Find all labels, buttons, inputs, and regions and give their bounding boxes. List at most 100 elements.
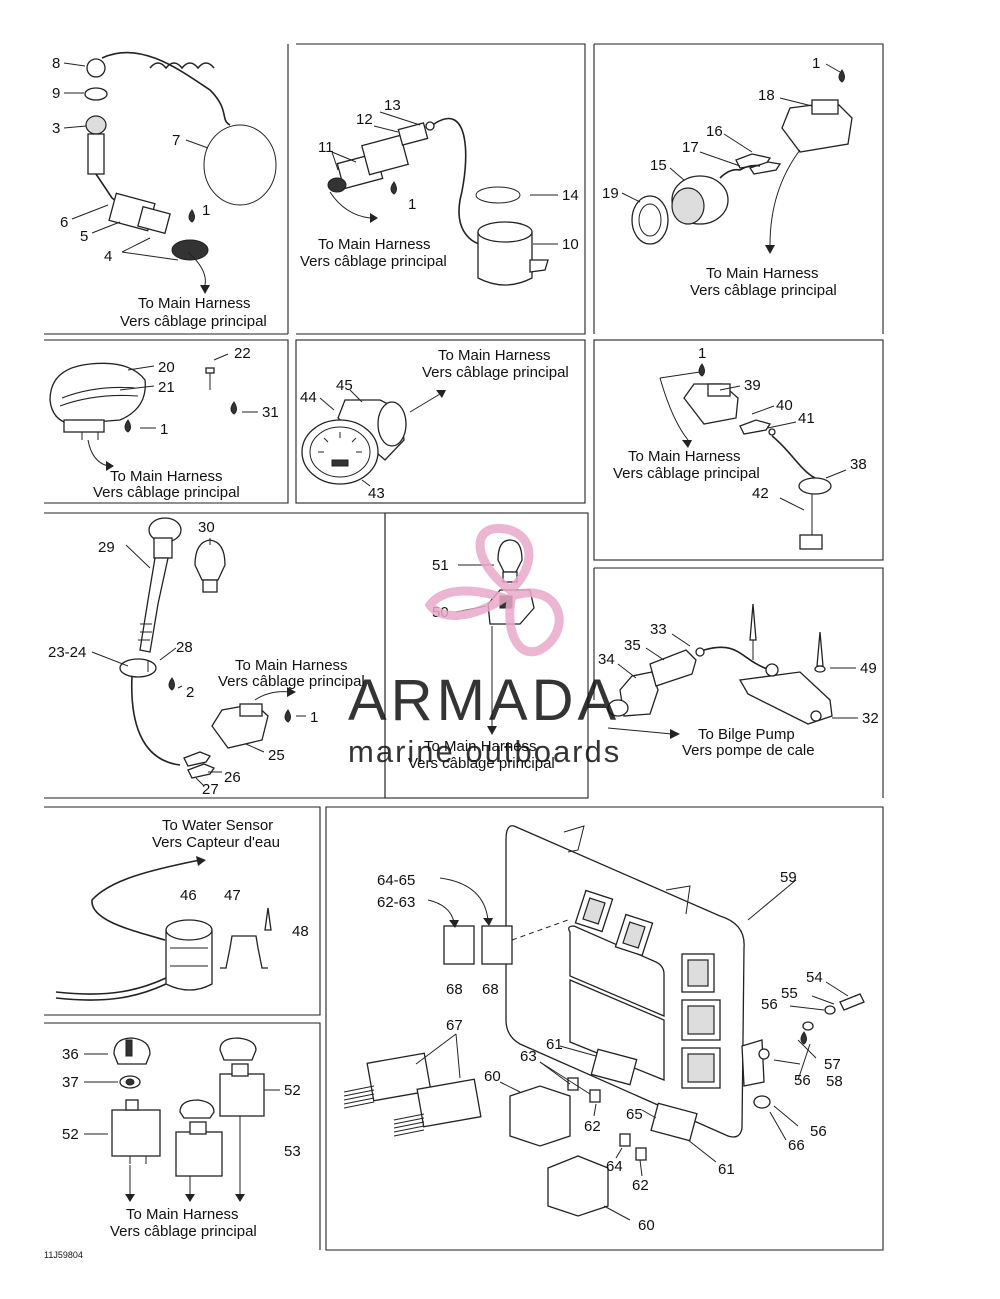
callout-label: 23-24 [48,644,86,661]
callout-label: 56 [794,1072,811,1089]
watermark-tagline: marine outboards [348,734,621,769]
callout-label: 5 [80,228,88,245]
harness-label-fr: Vers câblage principal [110,1223,257,1240]
callout-label: 2 [186,684,194,701]
panel-4: 20 21 22 31 1 To Main Harness Vers câbla… [49,345,279,501]
harness-label-fr: Vers câblage principal [218,673,365,690]
callout-label: 1 [698,345,706,362]
callout-label: 12 [356,111,373,128]
panel-10: 46 47 48 To Water Sensor Vers Capteur d'… [55,817,309,1001]
panel-frames [44,43,884,1251]
callout-label: 14 [562,187,579,204]
harness-label-en: To Main Harness [318,236,431,253]
callout-label: 1 [310,709,318,726]
harness-label-en: To Main Harness [126,1206,239,1223]
panel-6: 1 39 40 41 38 42 To Main Harness Vers câ… [613,345,867,550]
callout-label: 1 [160,421,168,438]
harness-label-en: To Main Harness [110,468,223,485]
propeller-logo-icon [424,524,564,657]
harness-label-en: To Main Harness [706,265,819,282]
armada-watermark: ARMADA marine outboards [348,524,621,769]
callout-label: 60 [638,1217,655,1234]
callout-label: 3 [52,120,60,137]
harness-label-fr: Vers câblage principal [690,282,837,299]
callout-label: 57 [824,1056,841,1073]
callout-label: 34 [598,651,615,668]
callout-label: 46 [180,887,197,904]
callout-label: 16 [706,123,723,140]
bilge-label-fr: Vers pompe de cale [682,742,815,759]
callout-label: 52 [62,1126,79,1143]
connector-67-a [343,1052,432,1109]
callout-label: 25 [268,747,285,764]
callout-label: 13 [384,97,401,114]
callout-label: 4 [104,248,112,265]
callout-label: 20 [158,359,175,376]
harness-label-en: To Main Harness [424,738,537,755]
figure-code: 11J59804 [44,1250,83,1260]
callout-label: 61 [718,1161,735,1178]
panel-7: 29 30 28 23-24 2 1 25 26 27 To Main Harn… [48,517,365,798]
harness-label-en: To Main Harness [438,347,551,364]
callout-label: 58 [826,1073,843,1090]
callout-label: 48 [292,923,309,940]
callout-label: 26 [224,769,241,786]
callout-label: 17 [682,139,699,156]
harness-label-fr: Vers câblage principal [300,253,447,270]
callout-label: 60 [484,1068,501,1085]
panel-1: 8 9 3 7 6 5 1 4 To Main Harness Vers câb… [52,51,277,330]
callout-label: 36 [62,1046,79,1063]
callout-label: 15 [650,157,667,174]
callout-label: 35 [624,637,641,654]
callout-label: 42 [752,485,769,502]
callout-label: 6 [60,214,68,231]
callout-label: 9 [52,85,60,102]
callout-label: 37 [62,1074,79,1091]
harness-label-en: To Main Harness [628,448,741,465]
callout-label: 44 [300,389,317,406]
callout-label: 11 [318,139,334,156]
water-label-en: To Water Sensor [162,817,273,834]
callout-label: 27 [202,781,219,798]
callout-label: 49 [860,660,877,677]
panel-9: 33 35 34 49 32 To Bilge Pump Vers pompe … [598,603,879,759]
callout-label: 53 [284,1143,301,1160]
callout-label: 56 [761,996,778,1013]
callout-label: 1 [408,196,416,213]
callout-label: 64 [606,1158,623,1175]
harness-label-fr: Vers câblage principal [422,364,569,381]
callout-label: 39 [744,377,761,394]
callout-label: 7 [172,132,180,149]
callout-label: 62 [584,1118,601,1135]
callout-label: 55 [781,985,798,1002]
callout-label: 52 [284,1082,301,1099]
callout-label: 21 [158,379,175,396]
panel-12: 59 64-65 62-63 68 68 54 55 56 57 56 58 6… [343,825,865,1234]
bilge-label-en: To Bilge Pump [698,726,795,743]
callout-label: 32 [862,710,879,727]
callout-label: 66 [788,1137,805,1154]
callout-label: 43 [368,485,385,502]
callout-label: 68 [482,981,499,998]
callout-label: 64-65 [377,872,415,889]
harness-label-en: To Main Harness [138,295,251,312]
callout-label: 30 [198,519,215,536]
connector-67-b [393,1078,482,1137]
callout-label: 47 [224,887,241,904]
callout-label: 19 [602,185,619,202]
callout-label: 61 [546,1036,563,1053]
callout-label: 31 [262,404,279,421]
callout-label: 54 [806,969,823,986]
harness-label-fr: Vers câblage principal [613,465,760,482]
panel-5: 44 45 43 To Main Harness Vers câblage pr… [300,347,569,502]
callout-label: 29 [98,539,115,556]
callout-label: 40 [776,397,793,414]
callout-label: 41 [798,410,815,427]
callout-label: 45 [336,377,353,394]
harness-label-fr: Vers câblage principal [93,484,240,501]
callout-label: 10 [562,236,579,253]
panel-11: 36 37 52 52 53 To Main Harness Vers câbl… [62,1037,301,1240]
callout-label: 28 [176,639,193,656]
panel-2: 13 12 11 1 14 10 To Main Harness Vers câ… [300,97,579,286]
